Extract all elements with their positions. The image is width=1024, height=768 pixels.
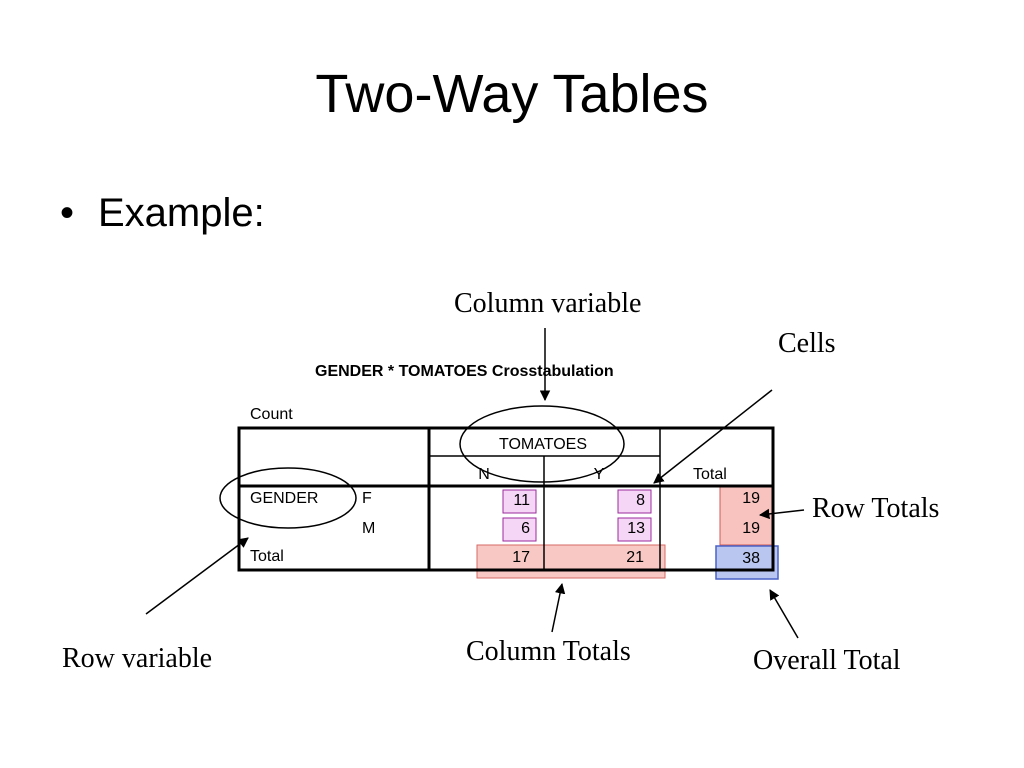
overall-total-value: 38: [742, 550, 760, 567]
crosstab-title: GENDER * TOMATOES Crosstabulation: [315, 363, 614, 380]
row-category-m: M: [362, 520, 376, 537]
slide-title: Two-Way Tables: [315, 64, 709, 124]
overall-total-highlight: [715, 545, 779, 580]
column-variable-ellipse: [459, 405, 625, 483]
row-variable-header: GENDER: [250, 490, 319, 507]
row-variable-label: Row variable: [62, 643, 213, 674]
row-total-m: 19: [742, 520, 760, 537]
column-variable-label: Column variable: [454, 288, 642, 319]
overall-total-arrow: [769, 589, 799, 639]
row-variable-arrow: [145, 537, 249, 615]
table-lines: [237, 426, 775, 572]
column-total-y: 21: [626, 549, 644, 566]
row-category-f: F: [362, 490, 372, 507]
column-category-y: Y: [593, 466, 605, 483]
row-totals-arrow: [758, 508, 805, 520]
column-totals-highlight: [476, 544, 666, 579]
column-category-n: N: [478, 466, 490, 483]
row-variable-ellipse: [219, 467, 357, 529]
cell-f-n: 11: [513, 492, 530, 509]
overall-total-label: Overall Total: [753, 645, 901, 676]
cells-label: Cells: [778, 328, 836, 359]
cell-m-n: 6: [521, 520, 530, 537]
cell-box-m-n: [502, 517, 537, 542]
totals-row-label: Total: [250, 548, 284, 565]
cell-m-y: 13: [627, 520, 645, 537]
cell-box-m-y: [617, 517, 652, 542]
cell-f-y: 8: [636, 492, 645, 509]
column-total-header: Total: [693, 466, 727, 483]
cells-arrow: [653, 389, 773, 484]
bullet-dot-icon: •: [60, 191, 75, 235]
column-totals-label: Column Totals: [466, 636, 631, 667]
cell-box-f-n: [502, 489, 537, 514]
bullet-item: • Example:: [60, 188, 265, 238]
bullet-text: Example:: [98, 191, 265, 235]
column-totals-arrow: [551, 582, 566, 633]
row-totals-label: Row Totals: [812, 493, 940, 524]
cell-box-f-y: [617, 489, 652, 514]
column-total-n: 17: [512, 549, 530, 566]
row-total-f: 19: [742, 490, 760, 507]
column-variable-header: TOMATOES: [498, 436, 587, 453]
count-label: Count: [250, 406, 293, 423]
